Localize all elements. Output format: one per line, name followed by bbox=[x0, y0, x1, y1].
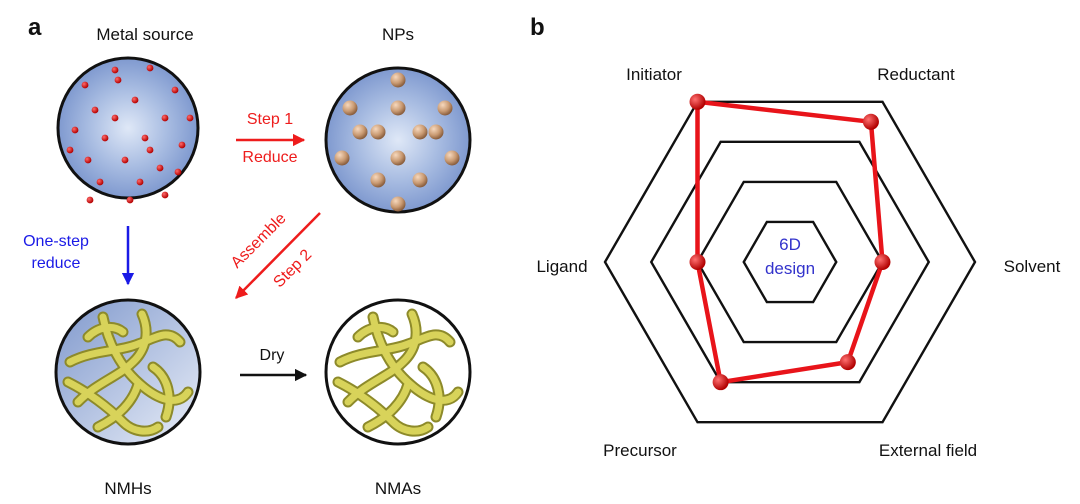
radar-ring bbox=[603, 100, 977, 424]
reduce-one-step-label: reduce bbox=[32, 255, 81, 272]
radar-point bbox=[839, 354, 856, 371]
metal-ion-dot bbox=[84, 156, 92, 164]
center-label-6d: 6D bbox=[779, 235, 801, 254]
radar-axis-label: Reductant bbox=[877, 65, 955, 84]
metal-ion-dot bbox=[66, 146, 74, 154]
nanoparticle-dot bbox=[412, 172, 428, 188]
radar-ring bbox=[649, 140, 931, 384]
nanoparticle-dot bbox=[334, 150, 350, 166]
radar-axis-label: Precursor bbox=[603, 441, 677, 460]
metal-ion-dot bbox=[174, 168, 182, 176]
metal-ion-dot bbox=[71, 126, 79, 134]
step2-arrow bbox=[235, 212, 321, 299]
radar-axis-label: External field bbox=[879, 441, 977, 460]
radar-points bbox=[689, 93, 891, 391]
nanoparticle-dot bbox=[428, 124, 444, 140]
metal-ion-dot bbox=[121, 156, 129, 164]
metal-ion-dot bbox=[146, 146, 154, 154]
metal-ion-dot bbox=[81, 81, 89, 89]
radar-point bbox=[874, 254, 891, 270]
step1-label: Step 1 bbox=[247, 111, 293, 128]
nanoparticle-dot bbox=[412, 124, 428, 140]
metal-ion-dot bbox=[111, 114, 119, 122]
metal-ion-dot bbox=[146, 64, 154, 72]
radar-point bbox=[862, 113, 879, 130]
metal-ion-dot bbox=[161, 191, 169, 199]
nanoparticle-dot bbox=[352, 124, 368, 140]
radar-point bbox=[689, 254, 706, 270]
radar-axis-label: Ligand bbox=[536, 257, 587, 276]
metal-ion-dot bbox=[86, 196, 94, 204]
nanoparticle-dot bbox=[342, 100, 358, 116]
radar-point bbox=[712, 374, 729, 391]
radar-point bbox=[689, 93, 706, 110]
nps-label: NPs bbox=[382, 25, 414, 44]
metal-ion-dots bbox=[66, 64, 194, 204]
radar-ring bbox=[742, 220, 838, 304]
nanoparticle-dot bbox=[444, 150, 460, 166]
panel-b-label: b bbox=[530, 14, 545, 41]
nanoparticle-dots bbox=[334, 72, 460, 212]
metal-ion-dot bbox=[91, 106, 99, 114]
center-label-design: design bbox=[765, 259, 815, 278]
metal-ion-dot bbox=[131, 96, 139, 104]
nanoparticle-dot bbox=[390, 196, 406, 212]
metal-ion-dot bbox=[186, 114, 194, 122]
reduce-label: Reduce bbox=[242, 149, 297, 166]
metal-ion-dot bbox=[161, 114, 169, 122]
metal-ion-dot bbox=[96, 178, 104, 186]
nmas-label: NMAs bbox=[375, 479, 421, 498]
radar-axis-label: Solvent bbox=[1004, 257, 1061, 276]
nanoparticle-dot bbox=[370, 172, 386, 188]
metal-ion-dot bbox=[178, 141, 186, 149]
metal-ion-dot bbox=[171, 86, 179, 94]
nmhs-label: NMHs bbox=[104, 479, 151, 498]
nanoparticle-dot bbox=[390, 100, 406, 116]
metal-ion-dot bbox=[136, 178, 144, 186]
nps-sphere bbox=[324, 66, 472, 214]
panel-a-label: a bbox=[28, 14, 42, 41]
metal-ion-dot bbox=[126, 196, 134, 204]
metal-ion-dot bbox=[111, 66, 119, 74]
radar-axis-label: Initiator bbox=[626, 65, 682, 84]
nmhs-sphere bbox=[54, 298, 202, 446]
metal-source-label: Metal source bbox=[96, 25, 193, 44]
metal-source-sphere bbox=[56, 56, 200, 204]
nanoparticle-dot bbox=[390, 150, 406, 166]
dry-label: Dry bbox=[260, 347, 285, 364]
one-step-label: One-step bbox=[23, 233, 89, 250]
nanoparticle-dot bbox=[437, 100, 453, 116]
step2-label: Step 2 bbox=[270, 246, 315, 291]
metal-ion-dot bbox=[156, 164, 164, 172]
metal-ion-dot bbox=[101, 134, 109, 142]
assemble-label: Assemble bbox=[228, 210, 290, 272]
metal-ion-dot bbox=[114, 76, 122, 84]
nanoparticle-dot bbox=[370, 124, 386, 140]
nanoparticle-dot bbox=[390, 72, 406, 88]
metal-ion-dot bbox=[141, 134, 149, 142]
nmas-sphere bbox=[324, 298, 472, 446]
